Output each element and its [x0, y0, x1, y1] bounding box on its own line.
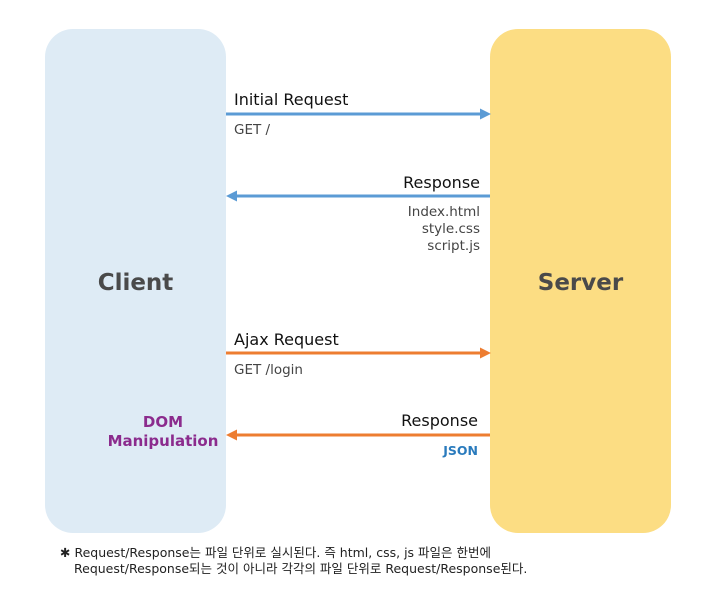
footnote: ✱ Request/Response는 파일 단위로 실시된다. 즉 html,…: [60, 545, 527, 577]
dom-manipulation-line1: DOM: [142, 413, 184, 431]
dom-manipulation-label: DOM Manipulation: [98, 413, 228, 451]
file-script-js: script.js: [427, 238, 480, 254]
ajax-request-arrow: [226, 347, 491, 359]
client-label: Client: [97, 270, 174, 296]
ajax-request-detail: GET /login: [234, 362, 303, 378]
footnote-line-1: ✱ Request/Response는 파일 단위로 실시된다. 즉 html,…: [60, 545, 492, 560]
client-panel: [45, 29, 226, 533]
response-arrow-1: [226, 190, 490, 202]
dom-manipulation-line2: Manipulation: [107, 432, 219, 450]
response-2-label: Response: [401, 411, 478, 430]
ajax-request-label: Ajax Request: [234, 330, 339, 349]
response-1-label: Response: [403, 173, 480, 192]
initial-request-detail: GET /: [234, 122, 271, 138]
file-index-html: Index.html: [407, 204, 480, 220]
footnote-line-2: Request/Response되는 것이 아니라 각각의 파일 단위로 Req…: [74, 561, 528, 576]
json-label: JSON: [443, 443, 478, 458]
response-arrow-2: [226, 429, 490, 441]
response-1-files: Index.html style.css script.js: [408, 204, 480, 255]
server-panel: [490, 29, 671, 533]
server-label: Server: [537, 270, 624, 296]
file-style-css: style.css: [421, 221, 480, 237]
initial-request-arrow: [226, 108, 491, 120]
initial-request-label: Initial Request: [234, 90, 349, 109]
